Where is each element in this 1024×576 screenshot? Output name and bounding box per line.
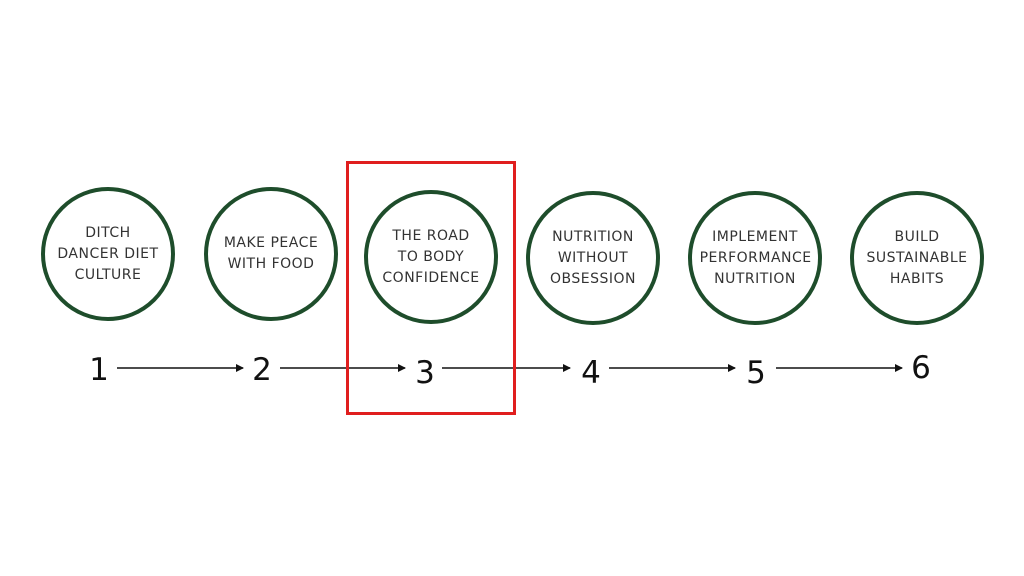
step-5-number: 5 [746, 355, 766, 391]
step-2-label: MAKE PEACE WITH FOOD [223, 235, 319, 272]
step-6-label: BUILD SUSTAINABLE HABITS [866, 228, 968, 287]
step-5-label: IMPLEMENT PERFORMANCE NUTRITION [699, 228, 812, 287]
step-2-number: 2 [252, 352, 272, 388]
step-3-number: 3 [415, 355, 435, 391]
step-4-number: 4 [581, 355, 601, 391]
step-6-circle: BUILD SUSTAINABLE HABITS [850, 191, 984, 325]
step-2-circle: MAKE PEACE WITH FOOD [204, 187, 338, 321]
step-1-circle: DITCH DANCER DIET CULTURE [41, 187, 175, 321]
step-1-number: 1 [89, 352, 109, 388]
step-1-label: DITCH DANCER DIET CULTURE [57, 224, 159, 283]
step-5-circle: IMPLEMENT PERFORMANCE NUTRITION [688, 191, 822, 325]
step-6-number: 6 [911, 350, 931, 386]
step-3-label: THE ROAD TO BODY CONFIDENCE [382, 227, 480, 286]
step-4-circle: NUTRITION WITHOUT OBSESSION [526, 191, 660, 325]
step-3-circle: THE ROAD TO BODY CONFIDENCE [364, 190, 498, 324]
highlight-box-step-3 [346, 161, 516, 415]
step-4-label: NUTRITION WITHOUT OBSESSION [549, 228, 636, 287]
